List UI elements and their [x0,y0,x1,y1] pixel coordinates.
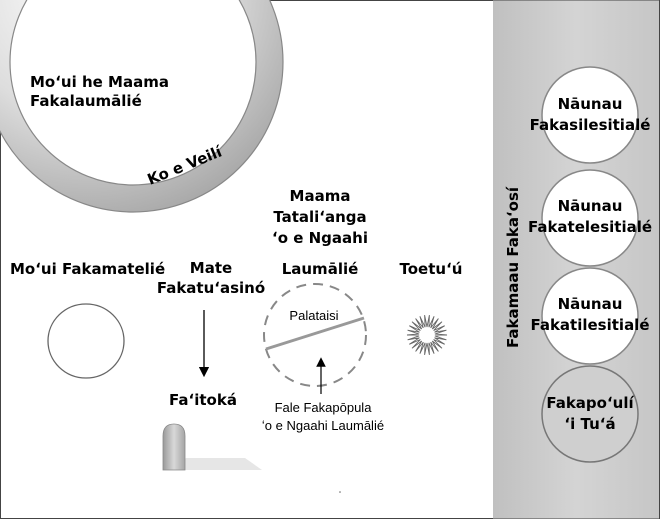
kingdom-telestial-line2: Fakatilesitialé [530,316,649,334]
kingdom-celestial-line2: Fakasilesitialé [530,116,651,134]
grave: Faʻitoká [162,391,262,471]
kingdom-telestial: Nāunau Fakatilesitialé [530,267,650,365]
mortal-life-label: Moʻui Fakamatelié [10,260,165,278]
stray-dot [339,491,341,493]
spirit-prison-line1: Fale Fakapōpula [275,400,373,415]
final-judgment-label: Fakamaau Fakaʻosí [504,186,522,348]
outer-darkness-line1: Fakapoʻulí [546,394,634,412]
premortal-life-label-line2: Fakalaumālié [30,92,142,110]
death-line1: Mate [190,259,232,277]
outer-darkness-line2: ʻi Tuʻá [564,415,615,433]
resurrection-label: Toetuʻú [400,260,463,278]
spirit-world-line3: ʻo e Ngaahi [272,229,368,247]
spirit-world-line4: Laumālié [282,260,359,278]
kingdom-terrestrial: Nāunau Fakatelesitialé [528,169,652,267]
kingdom-terrestrial-line2: Fakatelesitialé [528,218,652,236]
grave-label: Faʻitoká [169,391,237,409]
spirit-world-line1: Maama [290,187,351,205]
tombstone-icon [162,423,186,471]
kingdom-celestial-line1: Nāunau [558,95,623,113]
resurrection-burst-icon [406,315,448,355]
premortal-life-label-line1: Moʻui he Maama [30,73,169,91]
paradise-label: Palataisi [289,308,338,323]
spirit-world-line2: Tataliʻanga [273,208,366,226]
grave-shadow [168,458,262,470]
kingdom-telestial-line1: Nāunau [558,295,623,313]
veil-inner-circle [9,0,257,186]
mortal-life: Moʻui Fakamatelié [10,260,165,379]
veil-circle: Moʻui he Maama Fakalaumālié Ko e Veilí [0,0,284,213]
resurrection: Toetuʻú [400,260,463,355]
kingdom-terrestrial-line1: Nāunau [558,197,623,215]
mortal-life-circle [47,303,125,379]
physical-death: Mate Fakatuʻasinó [157,259,265,378]
kingdom-celestial: Nāunau Fakasilesitialé [530,66,651,164]
spirit-prison-line2: ʻo e Ngaahi Laumālié [262,418,384,433]
outer-darkness: Fakapoʻulí ʻi Tuʻá [541,365,639,463]
death-line2: Fakatuʻasinó [157,279,265,297]
spirit-world-divider [265,316,365,351]
spirit-world: Maama Tataliʻanga ʻo e Ngaahi Laumālié P… [262,187,384,433]
